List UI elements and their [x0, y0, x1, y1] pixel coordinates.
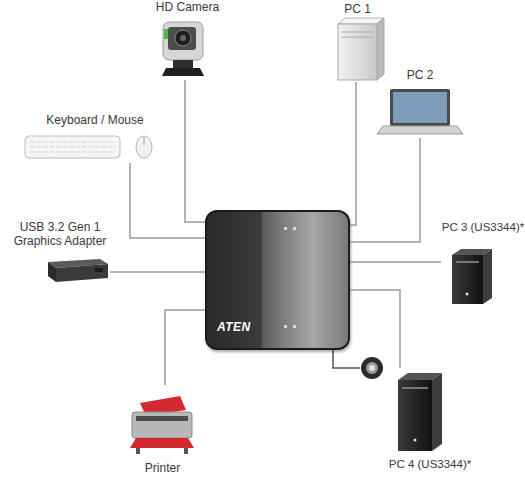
printer-body [132, 412, 192, 438]
power-led [414, 439, 417, 442]
pc-tower-illustration [452, 249, 492, 304]
camera-stand [173, 60, 193, 68]
device-label: HD Camera [150, 0, 225, 14]
tower-front [338, 24, 377, 80]
camera-base [162, 68, 204, 76]
usb-switch-box: ATEN [205, 210, 350, 350]
remote-button [369, 365, 375, 371]
camera-light [164, 29, 168, 39]
cable-line [350, 261, 441, 263]
key-row [30, 147, 115, 148]
switch-marker [284, 325, 287, 328]
pc-tower-illustration [398, 373, 442, 451]
device-label: Keyboard / Mouse [20, 113, 170, 127]
device-label: PC 3 (US3344)* [441, 220, 525, 234]
keyboard-body [25, 136, 120, 158]
laptop-illustration [377, 89, 463, 134]
remote-ring [366, 362, 378, 374]
printer-output [130, 438, 194, 448]
tower-front [398, 380, 432, 451]
switch-marker [293, 325, 296, 328]
adapter-port [95, 268, 103, 272]
pc-tower-illustration [338, 18, 384, 80]
adapter-front [56, 264, 108, 282]
printer-slot [136, 416, 188, 421]
drive-slot [342, 32, 373, 33]
keyboard-mouse-node: Keyboard / Mouse [20, 113, 170, 163]
remote-cable [333, 350, 360, 368]
camera-node: HD Camera [150, 0, 225, 80]
cable-line [350, 138, 420, 242]
remote-body [361, 357, 383, 379]
device-label: PC 2 [380, 68, 460, 82]
cable-line [350, 82, 356, 225]
device-label: PC 1 [325, 2, 390, 16]
cable-line [130, 163, 205, 238]
tower-side [483, 249, 492, 304]
pc-node: PC 3 (US3344)* [441, 220, 525, 308]
drive-slot [402, 387, 428, 389]
printer-illustration [130, 396, 194, 454]
mouse-illustration [136, 136, 152, 158]
switch-marker [284, 227, 287, 230]
camera-lens [175, 30, 191, 46]
camera-body [163, 22, 203, 60]
mouse-body [136, 136, 152, 158]
printer-leg [184, 448, 188, 454]
printer-node: Printer [125, 385, 200, 477]
laptop-screen [393, 92, 447, 123]
brand-logo: ATEN [217, 320, 251, 334]
key-row [30, 152, 115, 153]
tower-side [432, 373, 442, 451]
graphics-adapter-node: USB 3.2 Gen 1 Graphics Adapter [10, 220, 110, 285]
key-row [30, 142, 115, 143]
printer-leg [136, 448, 140, 454]
laptop-base [377, 126, 463, 134]
remote-button-illustration [361, 357, 383, 379]
mouse-button-split [144, 137, 145, 145]
device-label: USB 3.2 Gen 1 Graphics Adapter [10, 220, 110, 248]
graphics-adapter-illustration [48, 259, 108, 282]
keyboard-illustration [25, 136, 120, 158]
camera-illustration [162, 22, 204, 76]
laptop-lid [390, 89, 450, 126]
tower-top [338, 18, 384, 24]
cable-line [185, 80, 205, 222]
drive-slot [456, 261, 479, 263]
switch-marker [293, 227, 296, 230]
camera-lens-glass [180, 35, 186, 41]
pc-node: PC 4 (US3344)* [380, 368, 480, 473]
drive-slot [342, 37, 373, 38]
device-label: Printer [125, 461, 200, 475]
laptop-node: PC 2 [380, 68, 460, 138]
tower-front [452, 255, 483, 304]
pc-node: PC 1 [325, 2, 390, 82]
device-label: PC 4 (US3344)* [380, 457, 480, 471]
cable-line [165, 310, 205, 385]
cable-line [350, 290, 400, 368]
adapter-side [48, 262, 56, 282]
tower-side [377, 18, 384, 80]
power-led [466, 293, 469, 296]
camera-face [168, 27, 196, 50]
cable-line [110, 271, 205, 273]
